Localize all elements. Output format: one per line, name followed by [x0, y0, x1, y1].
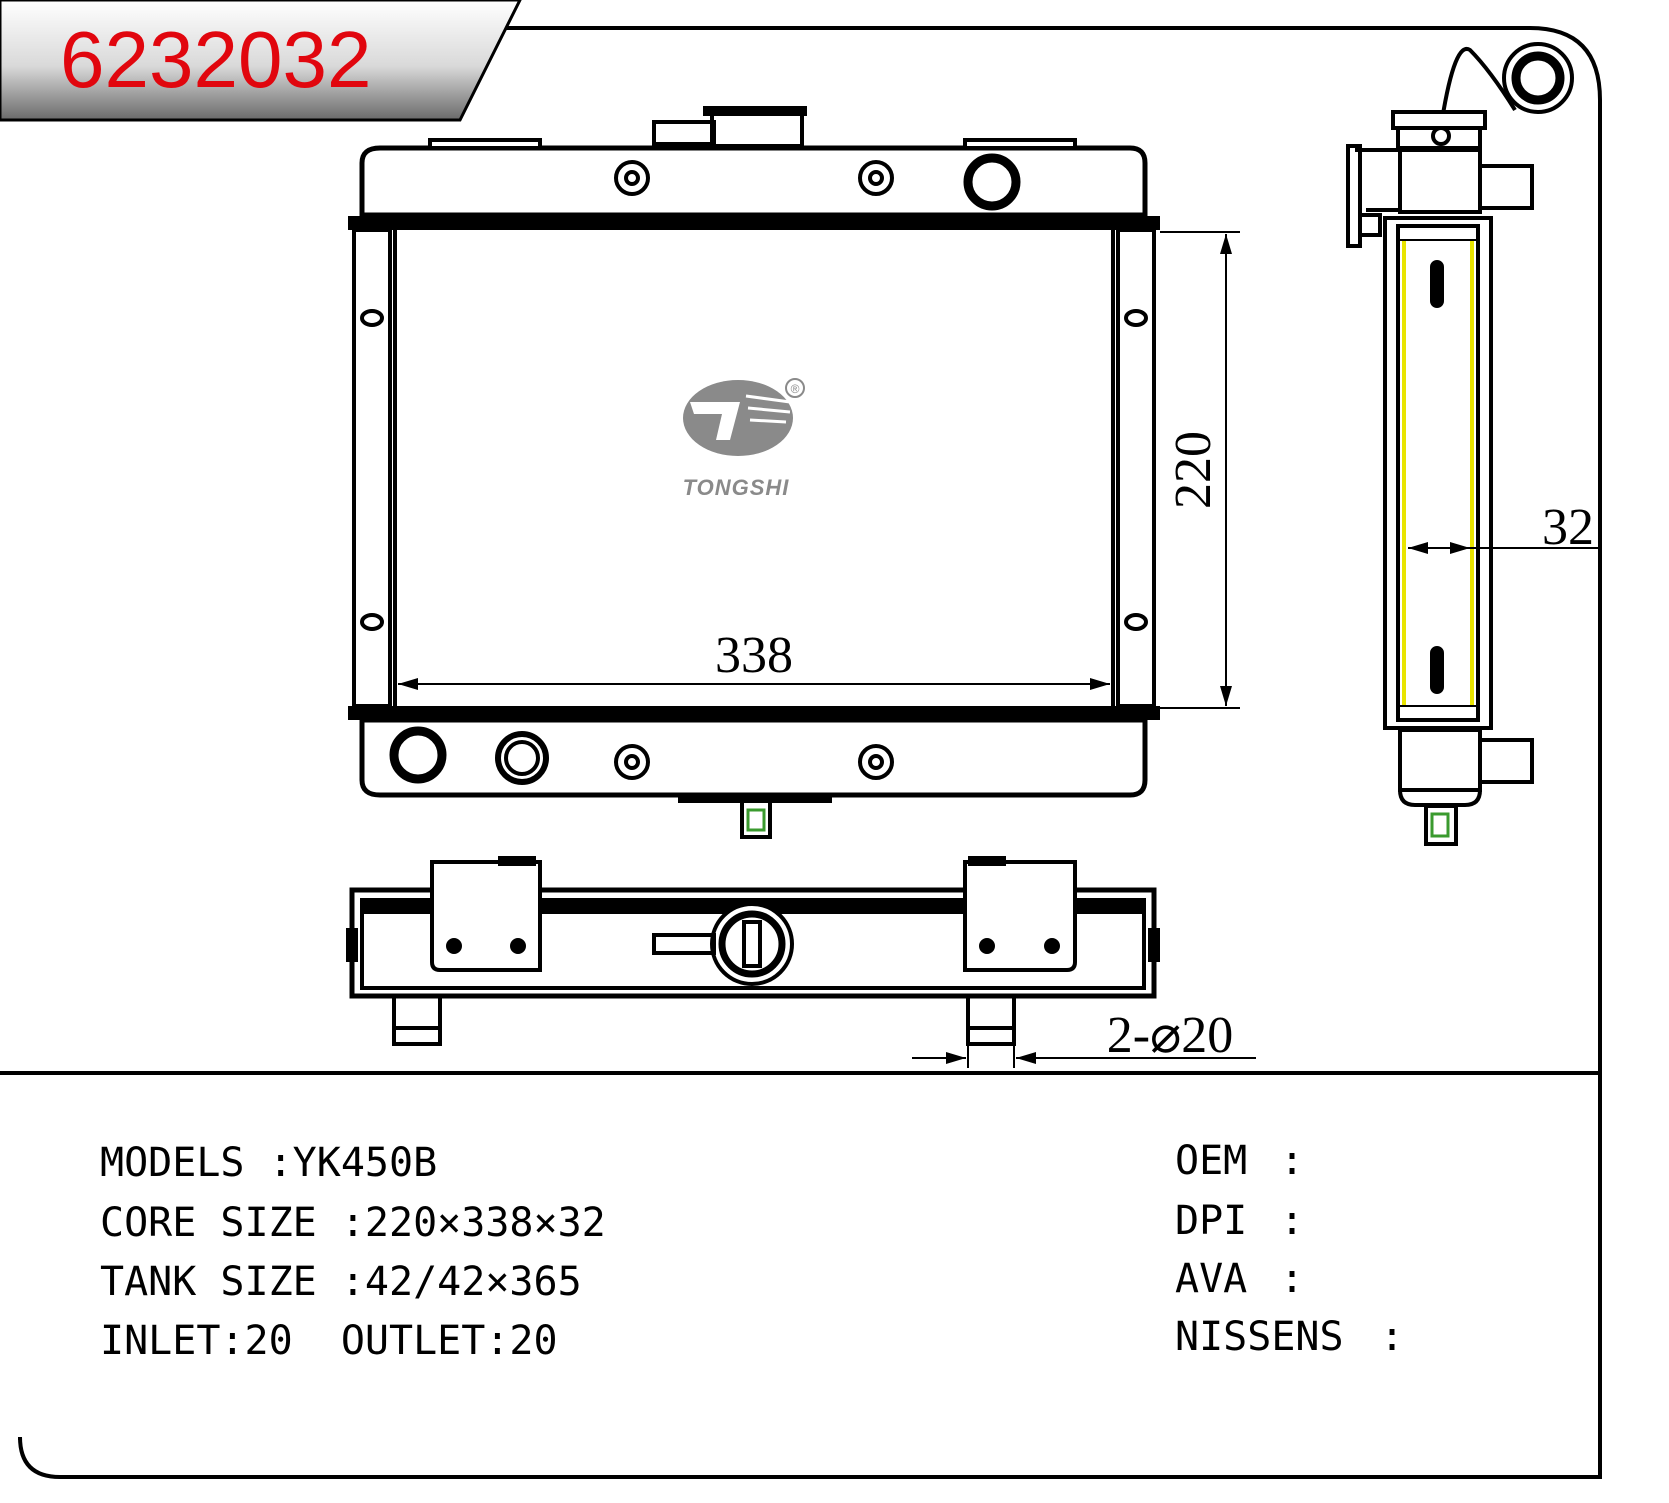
front-view	[348, 106, 1160, 839]
spec-core-size-value: 220×338×32	[364, 1200, 606, 1246]
spec-core-size-label: CORE SIZE :	[100, 1200, 365, 1246]
spec-tank-size: TANK SIZE :42/42×365	[100, 1259, 582, 1305]
registered-mark: ®	[791, 382, 800, 396]
spec-outlet-value: 20	[509, 1318, 558, 1364]
spec-outlet-label: OUTLET:	[340, 1318, 510, 1364]
brand-name: TONGSHI	[683, 475, 790, 500]
top-view	[346, 856, 1160, 1046]
spec-inlet-outlet: INLET:20 OUTLET:20	[100, 1318, 558, 1364]
spec-dpi: DPI	[1175, 1198, 1247, 1244]
core-thickness-label: 32	[1542, 499, 1594, 556]
spec-nissens-sep: :	[1380, 1314, 1405, 1360]
core-height-dimension	[1160, 231, 1240, 709]
pipe-diameter-label: 2-⌀20	[1107, 1007, 1234, 1064]
spec-ava-label: AVA	[1175, 1256, 1248, 1302]
spec-dpi-label: DPI	[1175, 1198, 1248, 1244]
spec-dpi-sep: :	[1280, 1198, 1305, 1244]
core-height-label: 220	[1165, 431, 1222, 509]
spec-models: MODELS :YK450B	[100, 1140, 437, 1186]
spec-models-value: YK450B	[292, 1140, 438, 1186]
spec-tank-size-label: TANK SIZE :	[100, 1259, 365, 1305]
spec-tank-size-value: 42/42×365	[364, 1259, 582, 1305]
spec-ava: AVA	[1175, 1256, 1247, 1302]
pipe-diameter-dimension	[912, 1046, 1256, 1068]
side-view	[1346, 42, 1574, 846]
spec-models-label: MODELS :	[100, 1140, 293, 1186]
outer-frame	[18, 26, 1602, 1479]
core-width-label: 338	[715, 627, 793, 684]
title-banner	[0, 0, 522, 122]
spec-nissens-label: NISSENS	[1175, 1314, 1344, 1360]
spec-oem-label: OEM	[1175, 1138, 1248, 1184]
part-number: 6232032	[60, 15, 372, 104]
spec-nissens: NISSENS	[1175, 1314, 1344, 1360]
spec-inlet-label: INLET:	[100, 1318, 245, 1364]
brand-logo: ® TONGSHI	[683, 378, 805, 500]
spec-ava-sep: :	[1280, 1256, 1305, 1302]
spec-oem: OEM	[1175, 1138, 1247, 1184]
spec-inlet-value: 20	[244, 1318, 293, 1364]
spec-core-size: CORE SIZE :220×338×32	[100, 1200, 606, 1246]
spec-oem-sep: :	[1280, 1138, 1305, 1184]
